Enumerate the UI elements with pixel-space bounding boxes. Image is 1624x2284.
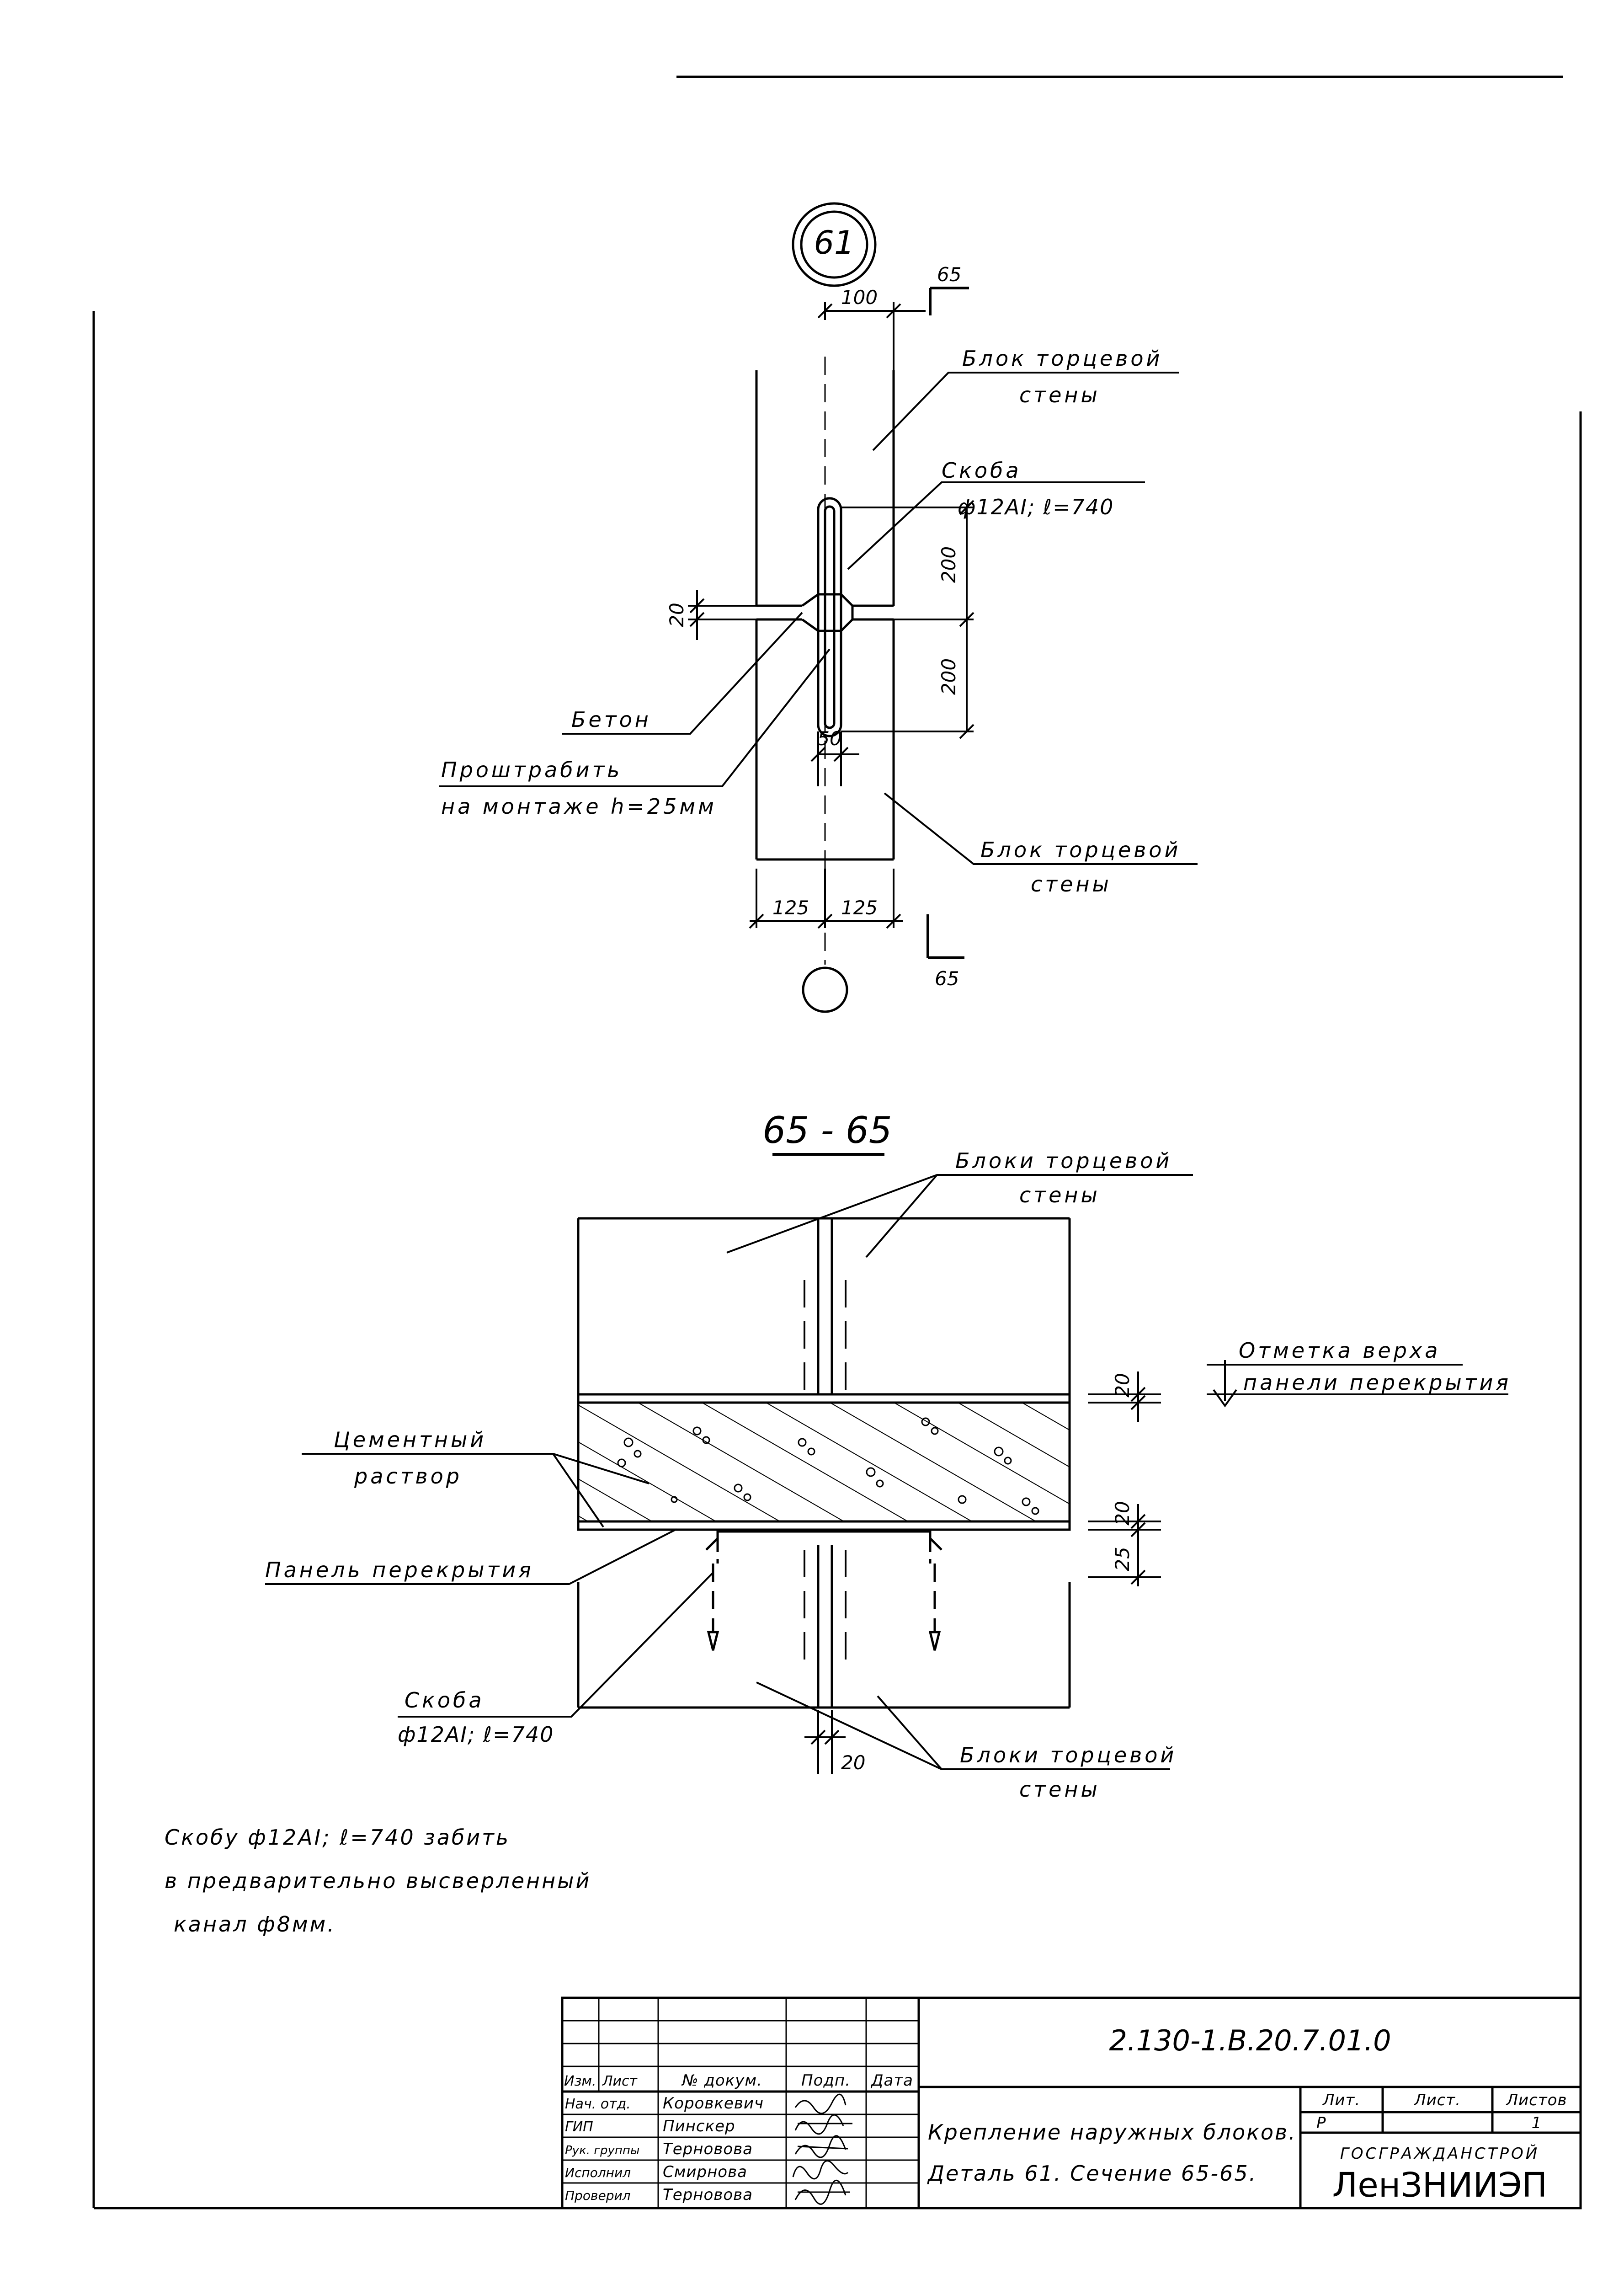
doc-code: 2.130-1.В.20.7.01.0 <box>1109 2024 1391 2057</box>
header-data: Дата <box>870 2071 913 2090</box>
label-bracket-2: ф12АI; ℓ=740 <box>958 495 1114 519</box>
dim-vertical-joint-value: 20 <box>841 1751 865 1774</box>
staff-name-1: Коровкевич <box>663 2094 764 2113</box>
note-line-3: канал ф8мм. <box>174 1912 336 1937</box>
lit-header: Лит. <box>1322 2091 1360 2109</box>
upper-joint <box>804 1218 847 1394</box>
dim-left-half-value: 125 <box>772 897 809 919</box>
section-outline <box>577 1217 1071 1709</box>
label-section-bracket-1: Скоба <box>405 1688 485 1713</box>
lit-value: Р <box>1316 2114 1326 2132</box>
dim-groove-value: 25 <box>1111 1547 1134 1571</box>
dim-legs <box>841 500 974 739</box>
note-line-1: Скобу ф12АI; ℓ=740 забить <box>165 1825 510 1850</box>
wall-blocks <box>755 370 895 861</box>
label-section-bracket-2: ф12АI; ℓ=740 <box>398 1722 554 1747</box>
label-mortar-1: Цементный <box>334 1427 486 1452</box>
installation-note: Скобу ф12АI; ℓ=740 забить в предваритель… <box>165 1825 591 1937</box>
header-doc: № докум. <box>681 2071 762 2090</box>
section-mark-top-label: 65 <box>937 263 961 286</box>
label-blocks-bottom-2: стены <box>1019 1777 1100 1802</box>
section-65-65: 65 - 65 <box>265 1109 1511 1802</box>
sheets-value: 1 <box>1532 2114 1542 2132</box>
staff-name-2: Пинскер <box>663 2117 735 2135</box>
label-bracket-1: Скоба <box>942 458 1022 483</box>
level-mark <box>1207 1360 1508 1408</box>
staff-role-1: Нач. отд. <box>565 2096 631 2112</box>
label-blocks-bottom-1: Блоки торцевой <box>960 1743 1177 1767</box>
dim-bottom-joint-value: 20 <box>1111 1501 1134 1525</box>
dim-top-width <box>817 302 926 379</box>
detail-leaders <box>439 372 1198 865</box>
header-izm: Изм. <box>564 2073 596 2089</box>
section-title: 65 - 65 <box>762 1109 892 1152</box>
staff-role-5: Проверил <box>565 2188 631 2203</box>
dim-gap-value: 20 <box>666 603 688 627</box>
sheet-header: Лист. <box>1413 2091 1461 2109</box>
aggregate-marks <box>617 1417 1039 1515</box>
section-bracket <box>705 1530 942 1651</box>
label-mark-1: Отметка верха <box>1239 1338 1440 1363</box>
header-podp: Подп. <box>801 2071 851 2090</box>
label-concrete: Бетон <box>571 707 651 732</box>
dim-top-width-value: 100 <box>841 286 878 309</box>
org-name-1: ГОСГРАЖДАНСТРОЙ <box>1340 2144 1539 2163</box>
staff-name-3: Терновова <box>663 2140 753 2158</box>
drawing-title-1: Крепление наружных блоков. <box>928 2120 1297 2145</box>
dim-hole-value: 50 <box>817 727 841 750</box>
label-groove-1: Проштрабить <box>441 758 622 782</box>
label-blocks-top-2: стены <box>1019 1183 1100 1207</box>
sheets-header: Листов <box>1505 2091 1567 2109</box>
label-panel: Панель перекрытия <box>265 1558 534 1582</box>
label-groove-2: на монтаже h=25мм <box>441 794 717 819</box>
section-dims <box>804 1371 1161 1774</box>
org-name-2: ЛенЗНИИЭП <box>1332 2166 1548 2205</box>
label-wall-block-top-1: Блок торцевой <box>962 346 1162 371</box>
section-mark-bottom <box>926 914 964 959</box>
detail-callout-circle <box>792 202 877 287</box>
detail-61: 61 65 65 <box>439 202 1198 1013</box>
dim-lower-leg-value: 200 <box>937 658 960 695</box>
label-blocks-top-1: Блоки торцевой <box>955 1148 1172 1173</box>
title-block: 2.130-1.В.20.7.01.0 Изм. Лист № докум. П… <box>561 1996 1582 2209</box>
section-mark-bottom-label: 65 <box>935 967 959 990</box>
dim-gap <box>688 590 759 640</box>
label-wall-block-top-2: стены <box>1019 383 1100 407</box>
label-wall-block-bottom-2: стены <box>1031 872 1112 897</box>
staff-name-5: Терновова <box>663 2186 753 2204</box>
note-line-2: в предварительно высверленный <box>165 1868 591 1893</box>
detail-number: 61 <box>814 224 854 261</box>
label-mortar-2: раствор <box>354 1464 462 1489</box>
bracket-loop <box>817 497 854 737</box>
signatures <box>792 2093 852 2205</box>
staff-role-4: Исполнил <box>565 2165 631 2180</box>
axis-bubble <box>802 966 848 1013</box>
dim-right-half-value: 125 <box>841 897 878 919</box>
drawing-title-2: Деталь 61. Сечение 65-65. <box>927 2161 1257 2186</box>
staff-name-4: Смирнова <box>663 2163 747 2181</box>
dim-halves <box>749 869 903 929</box>
dim-hole <box>810 731 859 786</box>
dim-top-joint-value: 20 <box>1111 1373 1134 1397</box>
label-wall-block-bottom-1: Блок торцевой <box>980 838 1181 862</box>
staff-role-3: Рук. группы <box>565 2144 639 2157</box>
lower-joint <box>804 1545 847 1708</box>
header-list: Лист <box>602 2073 638 2089</box>
section-mark-top <box>929 287 969 315</box>
section-leaders <box>265 1174 1193 1770</box>
dim-upper-leg-value: 200 <box>937 546 960 583</box>
floor-panel <box>577 1393 1071 1531</box>
label-mark-2: панели перекрытия <box>1243 1370 1511 1395</box>
staff-role-2: ГИП <box>565 2119 593 2135</box>
